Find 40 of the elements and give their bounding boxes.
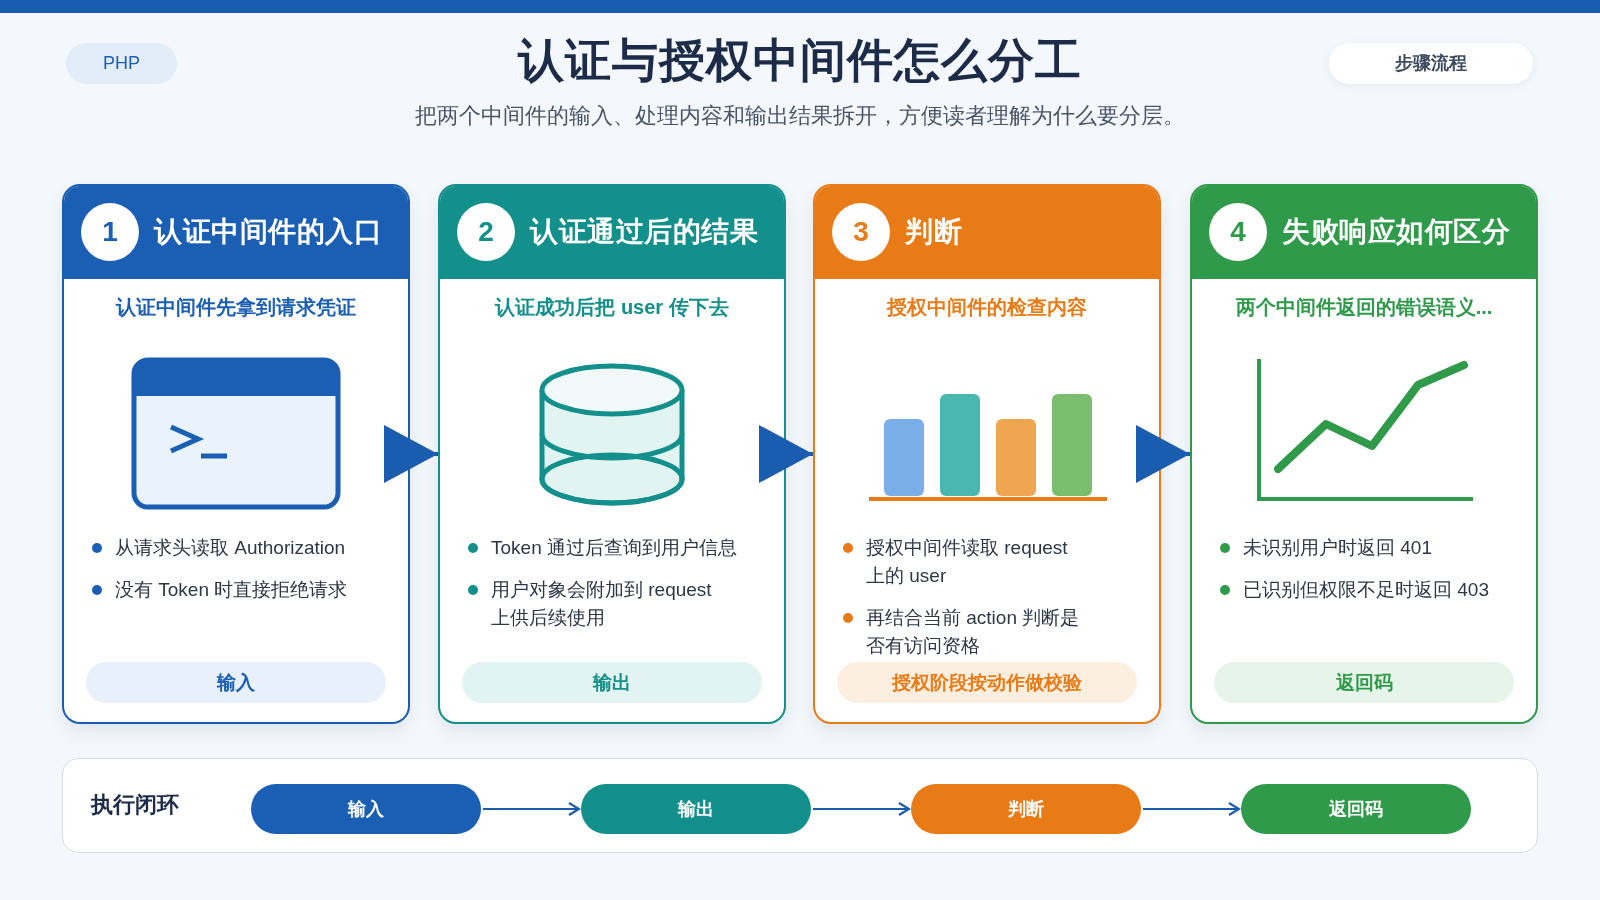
bullet-text: 没有 Token 时直接拒绝请求 <box>115 578 349 602</box>
bullet-text: 从请求头读取 Authorization <box>115 536 347 560</box>
arrow <box>1136 425 1190 483</box>
tag-pill: 授权阶段按动作做校验 <box>837 662 1137 703</box>
card-heading: 失败响应如何区分 <box>1282 215 1510 249</box>
card-heading: 认证中间件的入口 <box>154 215 382 249</box>
title: 认证与授权中间件怎么分工 <box>518 33 1082 88</box>
step-card <box>813 184 1161 724</box>
arrow <box>759 425 813 483</box>
bullet-text: 再结合当前 action 判断是否有访问资格 <box>866 606 1081 658</box>
tag-pill: 返回码 <box>1214 662 1514 703</box>
step-pill: 判断 <box>911 784 1141 834</box>
panel-label: 执行闭环 <box>91 791 179 819</box>
bullet-text: 未识别用户时返回 401 <box>1243 536 1433 560</box>
step-pill: 输出 <box>581 784 811 834</box>
card-subtitle: 认证中间件先拿到请求凭证 <box>116 295 356 320</box>
tag-pill: 输入 <box>86 662 386 703</box>
step-card <box>438 184 786 724</box>
flow-panel <box>62 758 1538 853</box>
bullet-text: 授权中间件读取 request 上的 user <box>866 536 1069 588</box>
card-subtitle: 授权中间件的检查内容 <box>887 295 1087 320</box>
step-pill: 输入 <box>251 784 481 834</box>
card-subtitle: 两个中间件返回的错误语义... <box>1235 295 1493 320</box>
subtitle: 把两个中间件的输入、处理内容和输出结果拆开，方便读者理解为什么要分层。 <box>415 102 1185 130</box>
arrow <box>813 801 911 817</box>
step-card <box>62 184 410 724</box>
bullet-text: 已识别但权限不足时返回 403 <box>1243 578 1490 602</box>
step-card <box>1190 184 1538 724</box>
bullet-text: 用户对象会附加到 request 上供后续使用 <box>491 578 713 630</box>
arrow <box>1143 801 1241 817</box>
card-heading: 认证通过后的结果 <box>530 215 758 249</box>
card-subtitle: 认证成功后把 user 传下去 <box>495 295 729 320</box>
tag-pill: 步骤流程 <box>1329 43 1533 84</box>
arrow <box>483 801 581 817</box>
bullet-text: Token 通过后查询到用户信息 <box>491 536 738 560</box>
tag-pill: PHP <box>66 43 177 84</box>
tag-pill: 输出 <box>462 662 762 703</box>
step-pill: 返回码 <box>1241 784 1471 834</box>
card-heading: 判断 <box>905 215 962 249</box>
arrow <box>384 425 438 483</box>
